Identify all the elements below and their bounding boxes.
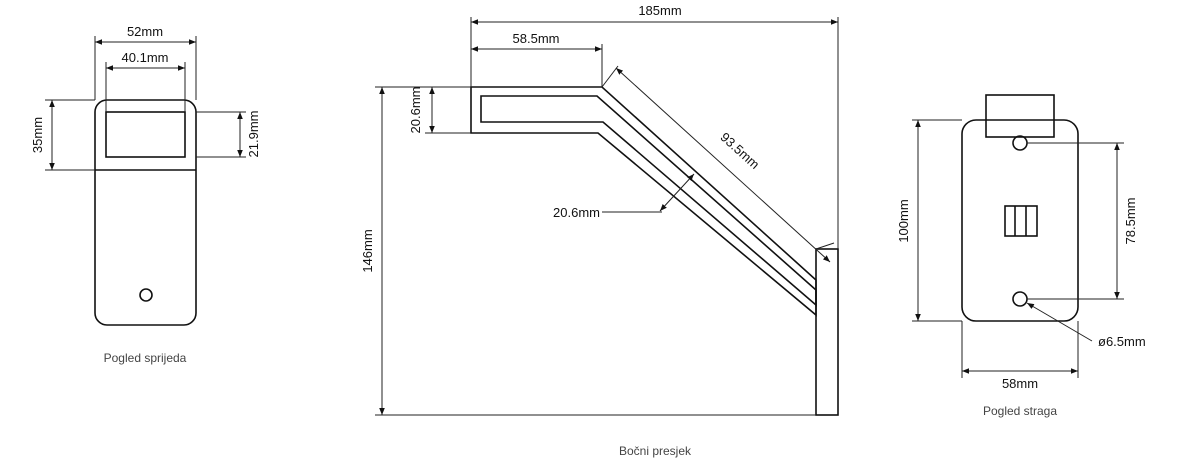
front-body <box>94 99 197 326</box>
rear-bottom-hole <box>1012 291 1028 307</box>
front-caption: Pogled sprijeda <box>104 351 187 365</box>
rear-hole-leader <box>1026 302 1093 342</box>
front-window <box>105 111 186 158</box>
rear-width-label: 58mm <box>1002 376 1038 391</box>
side-arm-thickness-diag-label: 20.6mm <box>553 205 600 220</box>
dim-side-diagonal-length <box>615 67 831 263</box>
rear-height-label: 100mm <box>896 199 911 242</box>
side-total-width-label: 185mm <box>638 3 681 18</box>
front-window-width-label: 40.1mm <box>122 50 169 65</box>
rear-top-tab <box>985 94 1055 138</box>
side-height-label: 146mm <box>360 229 375 272</box>
rear-body <box>961 119 1079 322</box>
dim-side-arm-thickness-diag <box>659 173 695 212</box>
front-bolt-hole <box>139 288 153 302</box>
side-mount-plate <box>815 248 839 416</box>
side-caption: Bočni presjek <box>619 444 692 458</box>
rear-top-hole <box>1012 135 1028 151</box>
rear-hole-diameter-label: ø6.5mm <box>1098 334 1146 349</box>
rear-caption: Pogled straga <box>983 404 1057 418</box>
side-section: 185mm 58.5mm 20.6mm 93.5mm 20.6mm 146mm … <box>360 3 839 458</box>
rear-view: 100mm 78.5mm ø6.5mm 58mm Pogled straga <box>896 94 1146 418</box>
side-top-length-label: 58.5mm <box>513 31 560 46</box>
front-height-label: 35mm <box>30 117 45 153</box>
front-width-label: 52mm <box>127 24 163 39</box>
front-window-height-label: 21.9mm <box>246 111 261 158</box>
rear-connector <box>1004 205 1038 237</box>
rear-hole-spacing-label: 78.5mm <box>1123 198 1138 245</box>
side-arm-thickness-top-label: 20.6mm <box>408 87 423 134</box>
front-view: 52mm 40.1mm 35mm 21.9mm Pogled sprijeda <box>30 24 261 365</box>
